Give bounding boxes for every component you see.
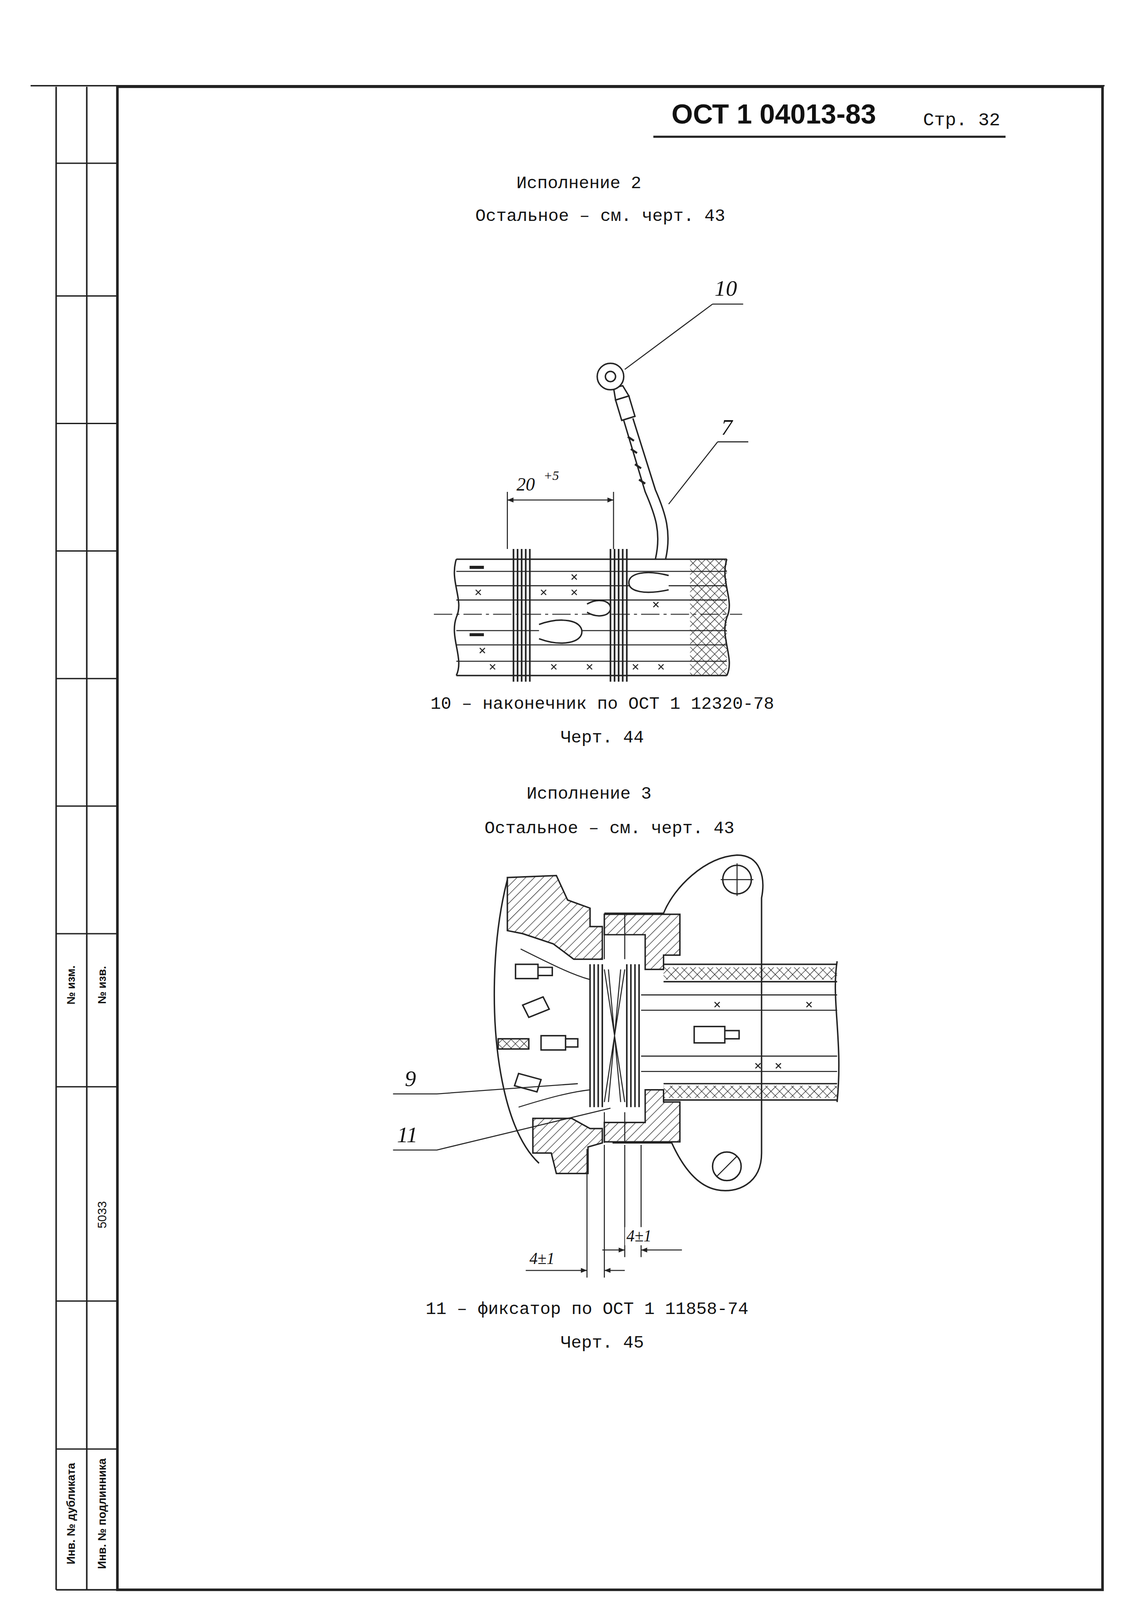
- part-note: 10 – наконечник по ОСТ 1 12320-78: [429, 694, 776, 714]
- sheet-frame: [30, 85, 1105, 1591]
- connector-section-figure: [393, 855, 840, 1278]
- page-number: Стр. 32: [921, 110, 1002, 131]
- callout-number: 7: [719, 415, 734, 441]
- cable-bundle-figure: [433, 304, 749, 682]
- callout-number: 10: [713, 276, 739, 302]
- stamp-cell: Инв. № дубликата: [65, 1462, 78, 1567]
- dimension-tolerance: +5: [541, 468, 561, 484]
- variant-heading: Исполнение 3: [525, 784, 653, 804]
- callout-number: 9: [403, 1066, 418, 1092]
- stamp-cell: 5033: [95, 1199, 109, 1231]
- reference-note: Остальное – см. черт. 43: [483, 819, 736, 839]
- figure-caption: Черт. 44: [559, 728, 646, 748]
- stamp-cell: Инв. № подлинника: [96, 1457, 109, 1571]
- dimension-value: 4±1: [625, 1227, 654, 1246]
- document-code: ОСТ 1 04013-83: [670, 99, 878, 130]
- callout-number: 11: [395, 1122, 419, 1148]
- stamp-cell: № изм.: [65, 963, 78, 1007]
- stamp-cell: № изв.: [96, 964, 109, 1006]
- part-note: 11 – фиксатор по ОСТ 1 11858-74: [424, 1300, 750, 1320]
- figure-caption: Черт. 45: [559, 1334, 646, 1354]
- variant-heading: Исполнение 2: [514, 174, 643, 194]
- reference-note: Остальное – см. черт. 43: [473, 206, 727, 226]
- dimension-value: 20: [515, 474, 537, 496]
- dimension-value: 4±1: [528, 1249, 557, 1268]
